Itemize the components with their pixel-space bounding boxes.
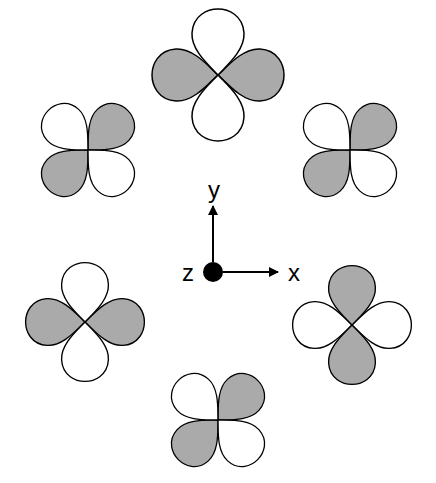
x-axis-arrow	[223, 271, 278, 273]
z-axis-dot	[203, 262, 223, 282]
d-orbital	[33, 95, 144, 206]
d-orbital	[293, 266, 412, 385]
y-axis-arrow	[212, 206, 214, 262]
d-orbital	[163, 365, 274, 476]
axis-label: z	[182, 261, 194, 285]
d-orbital	[26, 263, 145, 382]
axis-label: x	[288, 261, 300, 285]
axis-label: y	[208, 178, 220, 202]
d-orbital	[152, 9, 284, 141]
d-orbital	[295, 95, 406, 206]
